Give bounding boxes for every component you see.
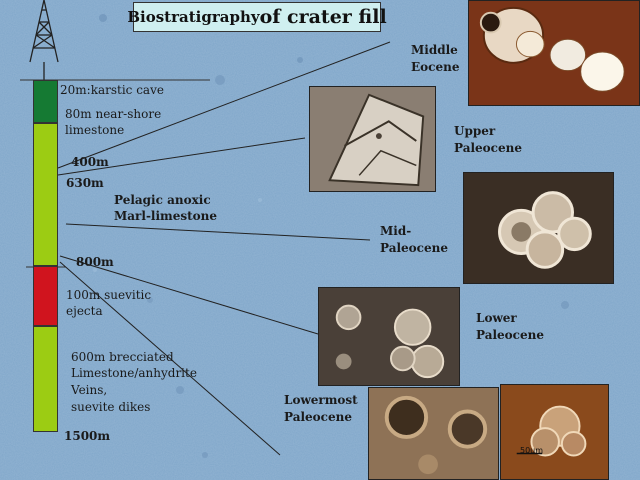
label-breccia-1: 600m brecciated: [71, 350, 174, 364]
age-middle-eocene-1: Middle: [411, 43, 458, 57]
label-breccia-3: Veins,: [71, 383, 108, 397]
strat-suevitic-ejecta: [33, 266, 58, 326]
strat-nearshore-pelagic: [33, 123, 58, 266]
title-box: Biostratigraphy of crater fill: [127, 2, 387, 32]
age-upper-paleocene-1: Upper: [454, 124, 496, 138]
label-breccia-4: suevite dikes: [71, 400, 151, 414]
label-depth-630: 630m: [66, 176, 104, 190]
strat-karstic-cave: [33, 80, 58, 123]
label-depth-400: 400m: [71, 155, 109, 169]
age-lowermost-paleocene-1: Lowermost: [284, 393, 358, 407]
micrograph-middle-eocene: [468, 0, 640, 106]
age-upper-paleocene-2: Paleocene: [454, 141, 522, 155]
label-suevitic-2: ejecta: [66, 304, 103, 318]
age-middle-eocene-2: Eocene: [411, 60, 460, 74]
drill-rig-icon: [29, 0, 59, 80]
micrograph-mid-paleocene: [463, 172, 614, 284]
label-karstic-cave: 20m:karstic cave: [60, 83, 164, 97]
age-lowermost-paleocene-2: Paleocene: [284, 410, 352, 424]
age-lower-paleocene-1: Lower: [476, 311, 517, 325]
label-pelagic-2: Marl-limestone: [114, 209, 218, 223]
age-lower-paleocene-2: Paleocene: [476, 328, 544, 342]
age-mid-paleocene-2: Paleocene: [380, 241, 448, 255]
label-breccia-2: Limestone/anhydrite: [71, 366, 197, 380]
micrograph-upper-paleocene: [309, 86, 436, 192]
micrograph-lowermost-paleocene-a: [368, 387, 499, 480]
title-part-1: Biostratigraphy: [127, 8, 260, 26]
micrograph-lower-paleocene: [318, 287, 460, 386]
label-depth-800: 800m: [76, 255, 114, 269]
label-pelagic-1: Pelagic anoxic: [114, 193, 211, 207]
title-part-2: of crater fill: [259, 6, 387, 28]
micrograph-lowermost-paleocene-b: [500, 384, 609, 480]
age-mid-paleocene-1: Mid-: [380, 224, 412, 238]
label-nearshore-2: limestone: [65, 123, 125, 137]
label-depth-1500: 1500m: [64, 429, 111, 443]
label-nearshore-1: 80m near-shore: [65, 107, 162, 121]
label-suevitic-1: 100m suevitic: [66, 288, 152, 302]
strat-breccia: [33, 326, 58, 432]
scale-bar-label: 50um: [520, 446, 544, 455]
